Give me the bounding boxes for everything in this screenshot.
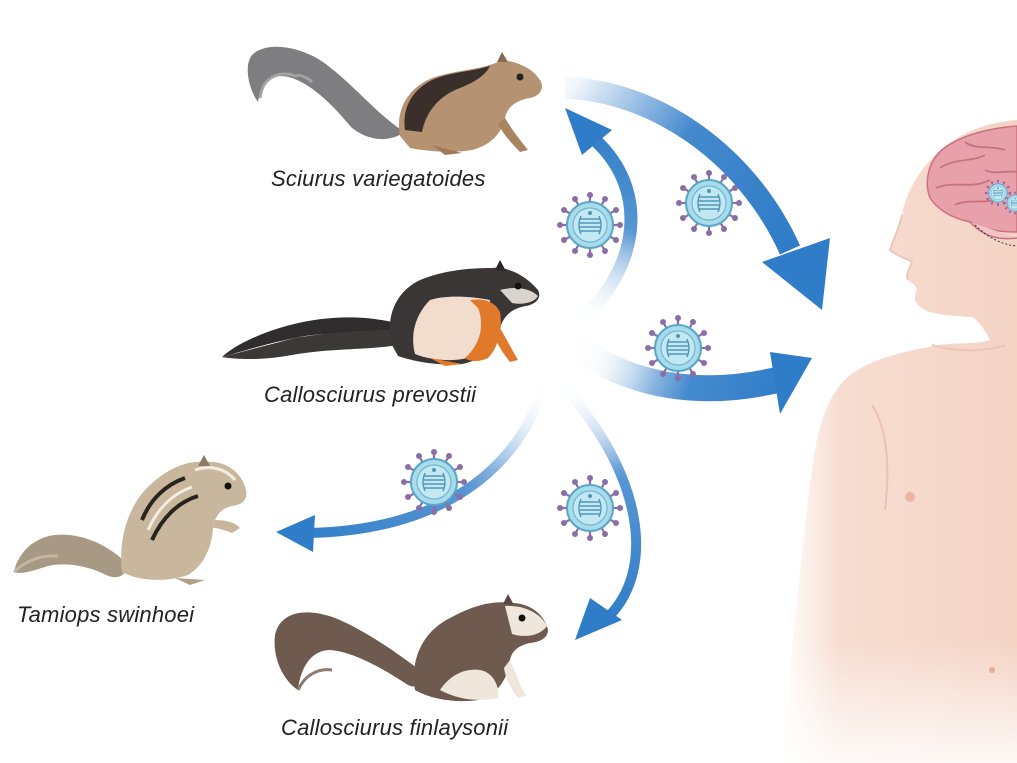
gray-squirrel-icon: [247, 46, 542, 155]
human-bust-with-brain-icon: [770, 120, 1017, 763]
species-label-finlaysonii: Callosciurus finlaysonii: [281, 715, 509, 740]
arrow-sciurus-to-human: [564, 77, 830, 310]
species-label-tamiops: Tamiops swinhoei: [17, 602, 195, 627]
tricolor-squirrel-icon: [222, 260, 540, 366]
species-label-prevostii: Callosciurus prevostii: [264, 382, 477, 407]
virus-particle-icon: [399, 447, 469, 517]
brown-squirrel-icon: [274, 594, 548, 702]
species-label-sciurus: Sciurus variegatoides: [271, 166, 486, 191]
striped-squirrel-icon: [12, 455, 247, 585]
virus-particle-icon: [555, 473, 625, 543]
